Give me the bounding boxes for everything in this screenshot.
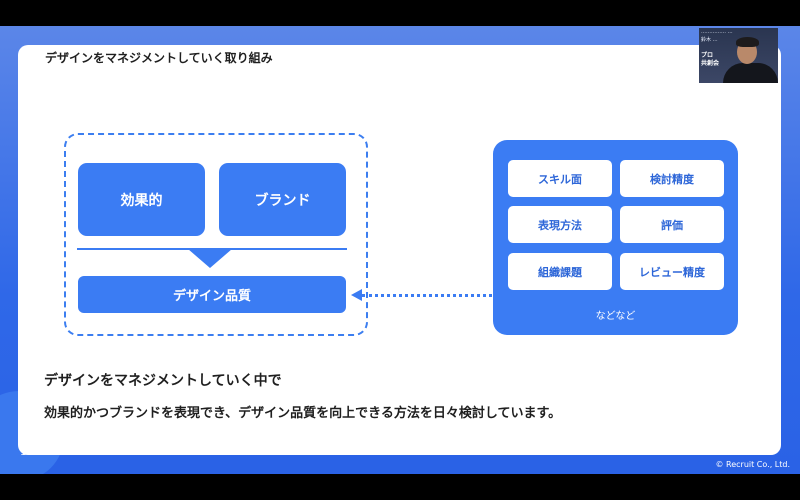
etc-label: などなど: [595, 311, 636, 322]
chip-expression: 表現方法: [508, 206, 612, 243]
brand-card: ブランド: [219, 163, 346, 236]
design-quality-group: [64, 133, 368, 336]
effective-card: 効果的: [78, 163, 205, 236]
chip-evaluation: 評価: [620, 206, 724, 243]
speaker-hair: [736, 37, 759, 47]
event-logo-line-2: 共創会: [701, 60, 720, 67]
arrow-left-icon: [351, 289, 362, 301]
event-logo-line-1: プロ: [701, 52, 714, 59]
dotted-connector: [362, 294, 492, 297]
summary-line-2: 効果的かつブランドを表現でき、デザイン品質を向上できる方法を日々検討しています。: [44, 406, 562, 421]
slide-title: デザインをマネジメントしていく取り組み: [45, 51, 273, 65]
chip-organization: 組織課題: [508, 253, 612, 290]
design-quality-bar: デザイン品質: [78, 276, 346, 313]
chip-review-accuracy: レビュー精度: [620, 253, 724, 290]
chip-skill: スキル面: [508, 160, 612, 197]
chip-review-depth: 検討精度: [620, 160, 724, 197]
video-caption: …………… …: [701, 29, 733, 35]
speaker-body: [723, 63, 778, 83]
speaker-video-thumbnail[interactable]: …………… … 鈴木 … プロ 共創会: [699, 28, 778, 83]
copyright: © Recruit Co., Ltd.: [715, 460, 790, 469]
arrow-down-icon: [188, 249, 232, 268]
summary-line-1: デザインをマネジメントしていく中で: [44, 373, 282, 389]
speaker-name: 鈴木 …: [701, 37, 718, 43]
